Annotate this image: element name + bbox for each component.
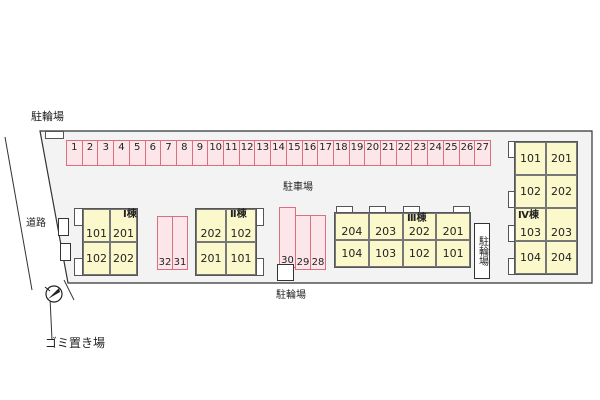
parking-space: 9 (191, 140, 209, 166)
bike-parking-top (45, 131, 64, 139)
unit: 202 (402, 213, 437, 240)
parking-space: 11 (223, 140, 240, 166)
parking-space: 26 (458, 140, 476, 166)
bike-parking-label-top: 駐輪場 (31, 110, 64, 123)
unit: 101 (436, 240, 470, 267)
parking-space: 6 (144, 140, 162, 166)
unit: 202 (196, 209, 226, 242)
bike-parking-bottom (277, 264, 294, 281)
building-2-name: Ⅱ棟 (230, 209, 247, 220)
unit: 203 (368, 213, 403, 240)
parking-space: 3 (97, 140, 115, 166)
parking-space: 28 (310, 215, 326, 270)
parking-space: 2 (81, 140, 99, 166)
parking-space: 4 (113, 140, 130, 166)
parking-space: 7 (160, 140, 177, 166)
unit: 204 (546, 241, 577, 274)
building-2: 202 102 201 101 (195, 208, 257, 276)
road-box-2 (60, 243, 71, 261)
unit: 102 (515, 175, 546, 208)
unit: 104 (335, 240, 369, 267)
parking-space: 10 (207, 140, 225, 166)
parking-space: 23 (411, 140, 429, 166)
parking-space: 24 (427, 140, 444, 166)
parking-label: 駐車場 (283, 182, 313, 193)
unit: 102 (83, 242, 110, 275)
unit: 101 (226, 242, 256, 275)
parking-space: 12 (238, 140, 256, 166)
parking-space: 8 (175, 140, 193, 166)
unit: 101 (83, 209, 110, 242)
parking-space: 15 (285, 140, 303, 166)
unit: 203 (546, 208, 577, 241)
parking-space: 31 (172, 216, 188, 270)
unit: 202 (110, 242, 137, 275)
unit: 201 (110, 209, 137, 242)
unit: 103 (368, 240, 403, 267)
parking-space: 14 (270, 140, 287, 166)
building-1-name: Ⅰ棟 (123, 209, 137, 220)
bike-parking-side: 駐輪場 (474, 223, 490, 279)
unit: 204 (335, 213, 369, 240)
garbage-label: ゴミ置き場 (45, 336, 106, 350)
road-box-1 (58, 218, 69, 236)
unit: 101 (515, 142, 546, 175)
unit: 103 (515, 208, 546, 241)
parking-space: 18 (332, 140, 350, 166)
garbage-icon (44, 285, 63, 303)
parking-space: 17 (317, 140, 334, 166)
parking-space: 25 (442, 140, 460, 166)
parking-space: 29 (295, 215, 311, 270)
building-3-name: Ⅲ棟 (407, 213, 427, 224)
unit: 102 (226, 209, 256, 242)
parking-space: 16 (301, 140, 319, 166)
parking-space: 13 (254, 140, 272, 166)
parking-space: 22 (395, 140, 413, 166)
building-4-name: Ⅳ棟 (518, 210, 539, 221)
parking-space: 20 (364, 140, 382, 166)
building-1: 101 201 102 202 (82, 208, 138, 276)
unit: 104 (515, 241, 546, 274)
parking-space: 32 (157, 216, 173, 270)
parking-space: 27 (474, 140, 491, 166)
parking-space: 1 (66, 140, 83, 166)
building-4: 101 201 102 202 103 203 104 204 (514, 141, 578, 275)
unit: 202 (546, 175, 577, 208)
unit: 102 (402, 240, 437, 267)
parking-space: 30 (279, 207, 296, 268)
unit: 201 (196, 242, 226, 275)
parking-space: 19 (348, 140, 366, 166)
road-label: 道路 (26, 218, 46, 229)
unit: 201 (546, 142, 577, 175)
parking-space: 5 (128, 140, 146, 166)
balcony (256, 258, 264, 276)
balcony (256, 208, 264, 226)
parking-space: 21 (380, 140, 397, 166)
bike-parking-label-bottom: 駐輪場 (276, 290, 306, 301)
building-3: 204 203 202 201 104 103 102 101 (334, 212, 471, 268)
unit: 201 (436, 213, 470, 240)
